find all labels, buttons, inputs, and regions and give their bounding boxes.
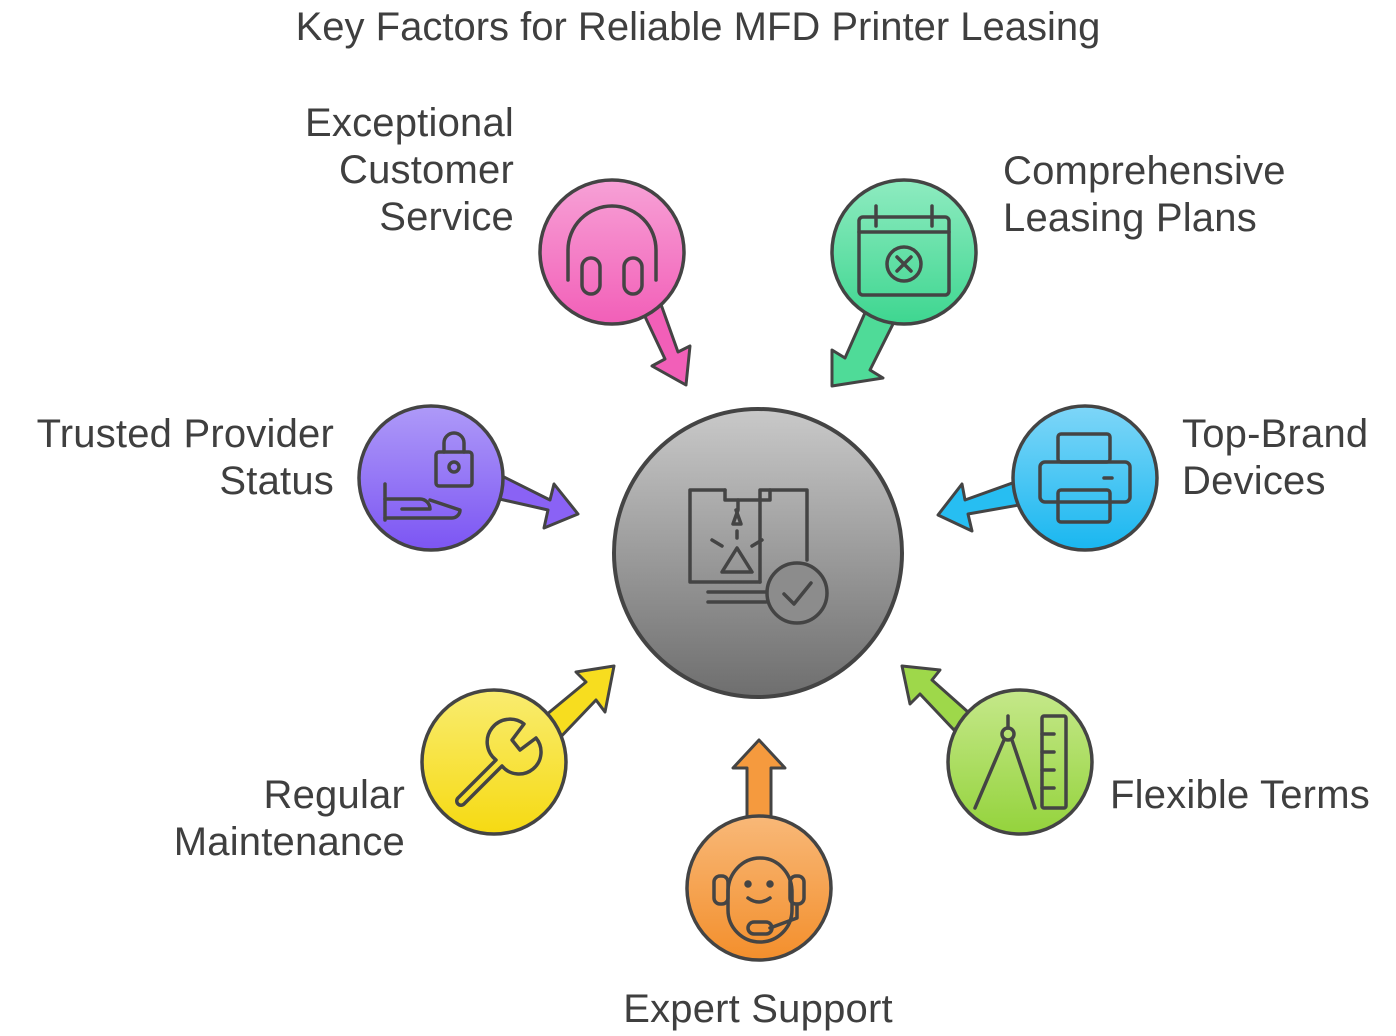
diagram-title: Key Factors for Reliable MFD Printer Lea… [295,5,1101,49]
calendar-icon [857,204,951,297]
arrow-top-brand [936,479,1027,533]
label-leasing-plans: Comprehensive Leasing Plans [1003,149,1286,240]
factor-maintenance [420,688,568,836]
printer-icon [1038,432,1132,524]
arrow-leasing-plans [830,304,898,388]
factor-expert-support [685,814,833,962]
wrench-icon [455,717,543,807]
headphones-icon [566,204,658,296]
label-maintenance: Regular Maintenance [173,773,405,864]
factor-trusted-provider [357,404,505,552]
arrow-customer-service [630,294,692,387]
label-trusted-provider: Trusted Provider Status [36,412,334,503]
center-hub [612,407,904,699]
compass-ruler-icon [973,714,1068,810]
label-flexible-terms: Flexible Terms [1110,773,1370,817]
lock-hand-icon [383,431,474,522]
support-agent-icon [712,856,806,944]
arrow-flexible-terms [900,664,974,732]
factor-flexible-terms [946,688,1094,836]
label-expert-support: Expert Support [623,987,893,1031]
label-customer-service: Exceptional Customer Service [305,101,514,239]
factor-top-brand [1011,404,1159,552]
quality-check-printer-icon [688,488,829,625]
label-top-brand: Top-Brand Devices [1182,412,1369,503]
factor-leasing-plans [830,178,978,326]
factor-customer-service [538,178,686,326]
arrow-trusted-provider [488,472,580,530]
